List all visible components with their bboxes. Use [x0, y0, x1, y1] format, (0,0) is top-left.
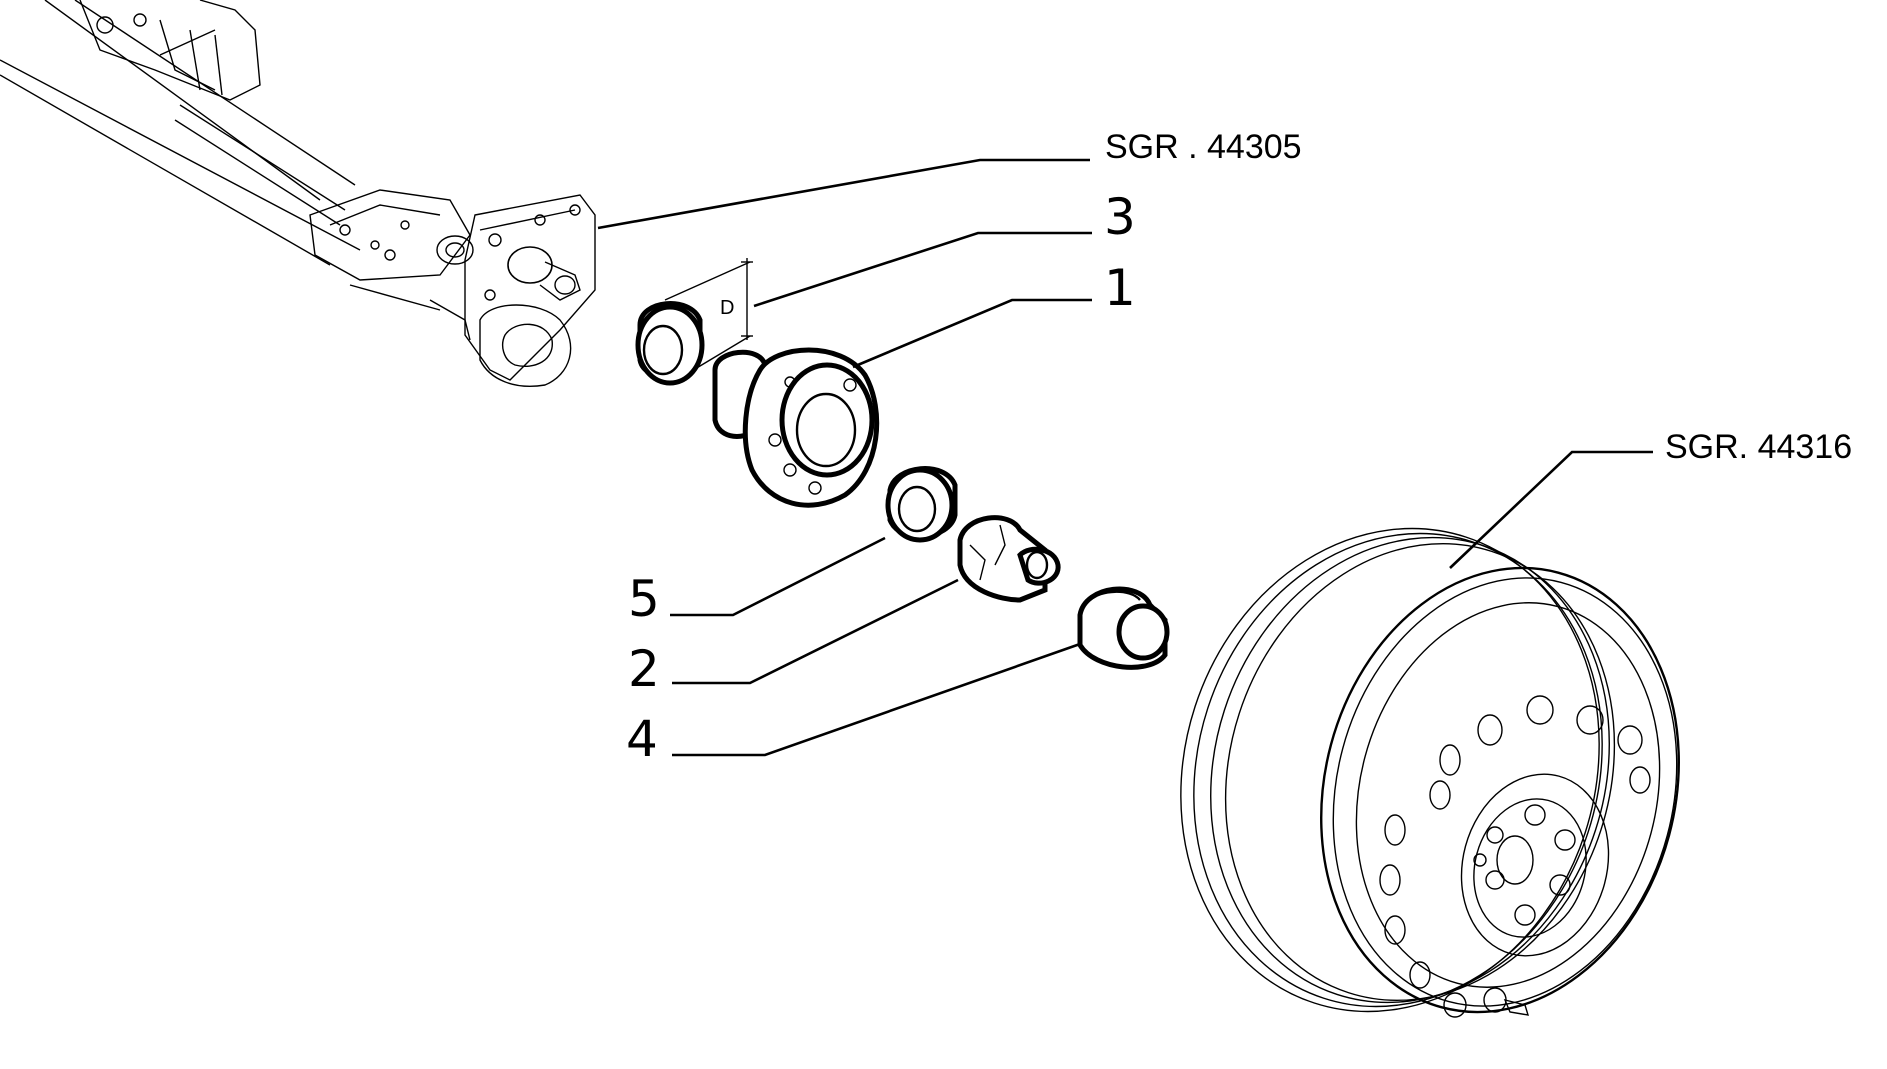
part-cap-4 — [1077, 586, 1170, 670]
labels: SGR . 44305 SGR. 44316 3 1 5 2 4 — [626, 128, 1852, 768]
callout-3: 3 — [1104, 188, 1136, 246]
dimension-d: D — [664, 258, 753, 373]
dimension-label: D — [720, 297, 734, 319]
callout-1: 1 — [1104, 259, 1136, 317]
callout-4: 4 — [626, 710, 658, 768]
callout-2: 2 — [628, 640, 660, 698]
reference-label-wheel: SGR. 44316 — [1665, 428, 1852, 466]
rear-axle-beam — [0, 0, 596, 387]
part-hub-1 — [712, 347, 880, 508]
callout-5: 5 — [628, 570, 660, 628]
part-spacer-5 — [885, 466, 958, 543]
part-bearing-3 — [635, 301, 705, 386]
part-nut-2 — [957, 515, 1061, 603]
reference-label-axle: SGR . 44305 — [1105, 128, 1302, 166]
steel-wheel — [1180, 527, 1680, 1018]
leader-lines — [597, 158, 1653, 757]
